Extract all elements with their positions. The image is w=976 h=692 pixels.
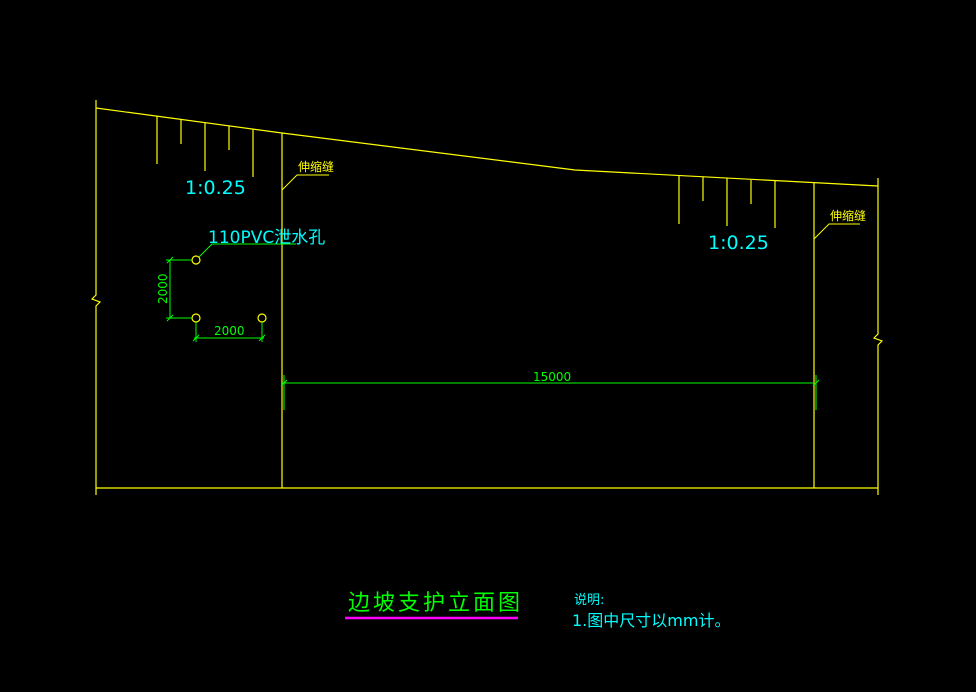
dimension-horizontal-small-label: 2000	[214, 324, 245, 338]
drawing-title: 边坡支护立面图	[348, 591, 523, 616]
drain-hole-leader	[198, 243, 296, 258]
slope-ratio-right: 1:0.25	[708, 232, 769, 254]
expansion-joint-leader-left	[281, 174, 329, 191]
dimension-main	[280, 375, 820, 410]
expansion-joint-leader-right	[813, 223, 860, 240]
drain-hole	[191, 255, 201, 265]
left-border-break	[90, 100, 102, 495]
dimension-horizontal-small	[192, 322, 266, 342]
slope-hatch-left	[156, 116, 254, 177]
slope-hatch-right	[678, 176, 776, 228]
drain-holes	[191, 255, 267, 323]
expansion-joint-label-left: 伸缩缝	[298, 159, 334, 174]
expansion-joint-label-right: 伸缩缝	[830, 208, 866, 223]
slope-top-line	[95, 107, 879, 187]
dimension-vertical	[166, 256, 192, 322]
drain-hole	[257, 313, 267, 323]
slope-ratio-left: 1:0.25	[185, 177, 246, 199]
notes-heading: 说明:	[574, 593, 604, 608]
right-border-break	[872, 178, 884, 495]
notes-item-1: 1.图中尺寸以mm计。	[572, 611, 730, 630]
dimension-vertical-label: 2000	[156, 273, 170, 304]
drain-hole	[191, 313, 201, 323]
drain-hole-label: 110PVC泄水孔	[208, 228, 325, 248]
dimension-main-label: 15000	[533, 370, 571, 384]
